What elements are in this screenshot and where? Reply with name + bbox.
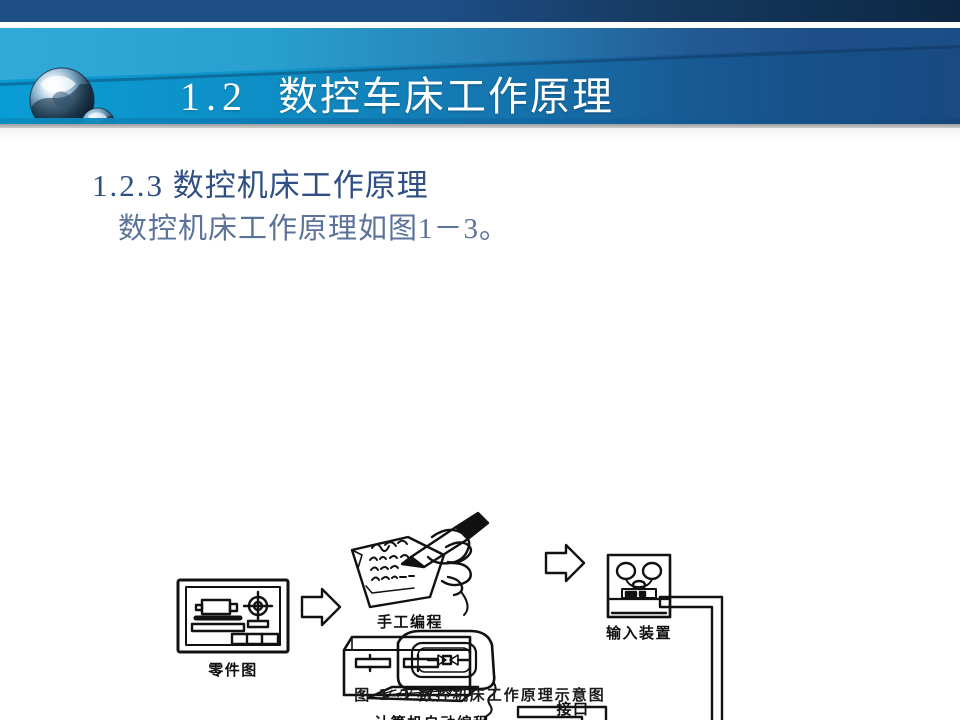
glossy-sphere-logo [29, 67, 116, 124]
banner-swoosh-decoration [0, 28, 960, 124]
label-part-drawing: 零件图 [207, 661, 258, 679]
blueprint-icon [176, 578, 290, 654]
section-title: 数控机床工作原理 [172, 168, 429, 203]
program-note-text [369, 539, 415, 581]
body-paragraph: 数控机床工作原理如图1－3。 [118, 213, 510, 245]
banner-title: 1.2 数控车床工作原理 [180, 64, 614, 122]
cnc-principle-diagram: 零件图 手工编程 输入装置 计算机自动编程 接口 数控装置 伺服系统 自动换刀装… [176, 511, 724, 720]
title-banner: 1.2 数控车床工作原理 [0, 28, 960, 124]
arrow-input-to-cnc-routed [658, 595, 724, 720]
banner-underline [0, 118, 960, 124]
label-input-device: 输入装置 [606, 624, 672, 642]
arrow-part-to-manual [300, 587, 342, 627]
interface-arrow-icon [516, 705, 608, 720]
header-divider-rule [0, 124, 960, 128]
figure-caption: 图 1-3 数控机床工作原理示意图 [354, 686, 606, 704]
figure-diagram: 零件图 手工编程 输入装置 计算机自动编程 接口 数控装置 伺服系统 自动换刀装… [0, 255, 960, 720]
label-manual-program: 手工编程 [377, 613, 443, 631]
hand-writing-program-icon [350, 511, 490, 616]
computer-workstation-icon [342, 629, 497, 720]
arrow-manual-to-input [544, 543, 586, 583]
top-bar-gap [0, 22, 960, 28]
section-number: 1.2.3 [92, 168, 164, 203]
label-interface: 接口 [556, 700, 589, 718]
header-divider-shadow [0, 128, 960, 139]
section-heading: 1.2.3 数控机床工作原理 [92, 160, 429, 205]
banner-title-number: 1.2 [180, 74, 248, 119]
label-cam-program: 计算机自动编程 [374, 714, 490, 720]
diagram-label-group: 零件图 手工编程 输入装置 计算机自动编程 接口 数控装置 伺服系统 自动换刀装… [207, 613, 672, 720]
banner-title-text: 数控车床工作原理 [278, 74, 614, 119]
top-accent-bar [0, 0, 960, 22]
